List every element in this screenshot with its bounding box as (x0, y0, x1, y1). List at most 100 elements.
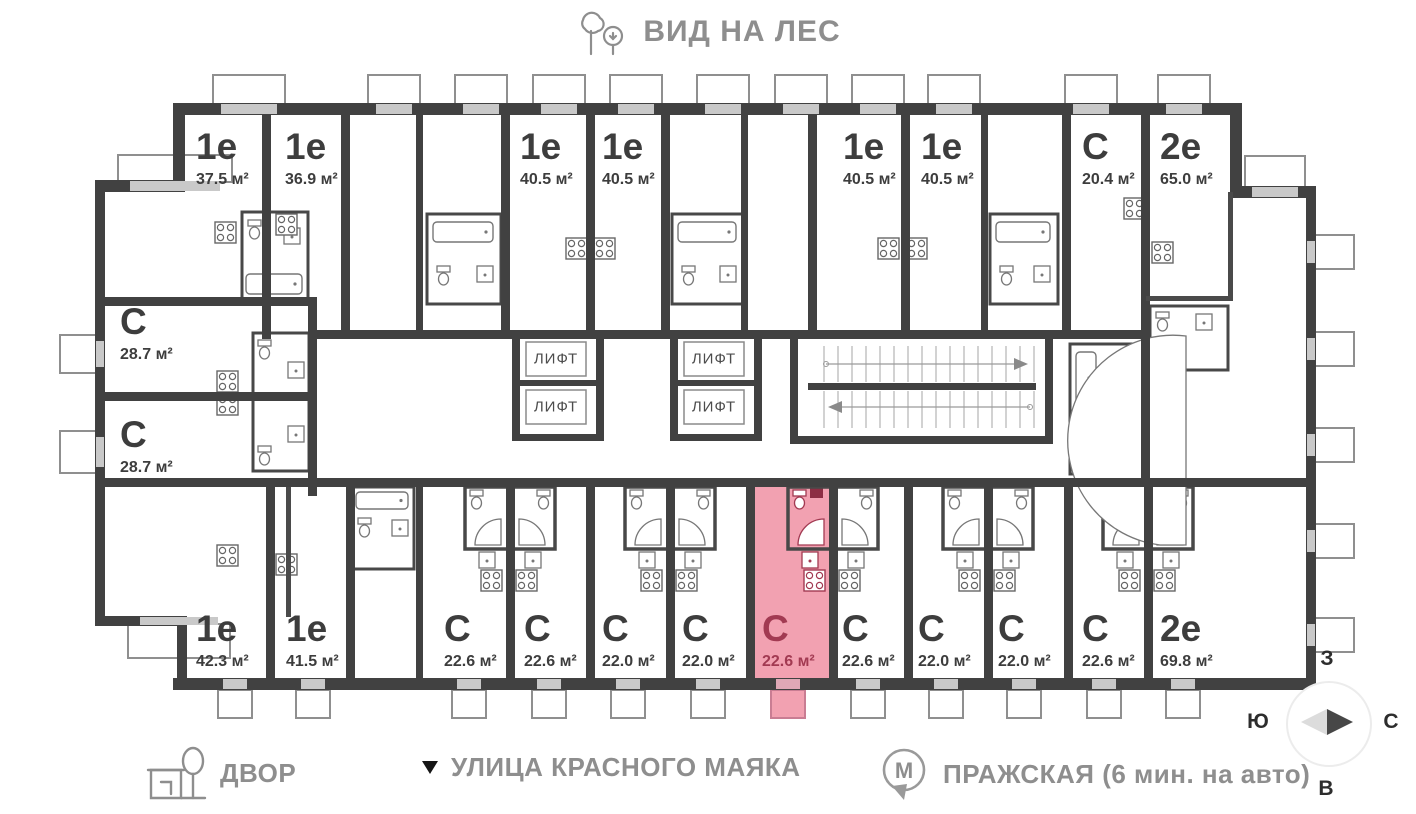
stove-burner (879, 239, 888, 248)
tub-drain (399, 498, 403, 503)
stove-burner (216, 233, 225, 242)
stove-burner (1125, 209, 1134, 218)
wall (1230, 103, 1242, 198)
toilet-bowl (948, 496, 961, 510)
stove-icon (803, 569, 826, 592)
wall (95, 297, 317, 306)
stove-burner (642, 581, 651, 590)
shower-icon (841, 518, 869, 546)
balcony (609, 74, 663, 106)
unit-area: 22.0 м² (682, 653, 735, 670)
stove-body (993, 569, 1016, 592)
stove-burner (287, 215, 296, 224)
toilet-tank (629, 489, 644, 497)
toilet-tank (536, 489, 551, 497)
stove-burner (1125, 199, 1134, 208)
balcony (850, 689, 886, 719)
stove-icon (640, 569, 663, 592)
stove-burner (595, 239, 604, 248)
stove-burner (482, 581, 491, 590)
balcony (1313, 523, 1355, 559)
toilet-icon (681, 265, 696, 286)
sink-drain (645, 559, 649, 563)
stove-burner (652, 581, 661, 590)
unit-area: 28.7 м² (120, 346, 173, 363)
stove-burner (805, 571, 814, 580)
unit-type: 1е (921, 126, 963, 167)
shower-icon (634, 518, 662, 546)
stove-icon (275, 213, 298, 236)
wall (746, 478, 755, 686)
window (1307, 241, 1315, 263)
unit-type: 2е (1160, 608, 1202, 649)
window (376, 104, 412, 114)
sink-icon (684, 551, 702, 569)
balconies-layer (59, 74, 1355, 719)
yard-icon (146, 746, 207, 800)
unit-type: С (120, 301, 147, 342)
wall (1064, 478, 1073, 686)
balcony (1244, 155, 1306, 189)
wall (1144, 478, 1153, 686)
metro-icon: М (882, 748, 926, 800)
stove-burner (277, 565, 286, 574)
stove-burner (1153, 253, 1162, 262)
stove-body (640, 569, 663, 592)
stove-burner (1005, 581, 1014, 590)
sink-icon (478, 551, 496, 569)
sink-drain (1202, 321, 1206, 325)
balcony (928, 689, 964, 719)
legend-metro: М ПРАЖСКАЯ (6 мин. на авто) (880, 746, 1310, 802)
toilet-icon (257, 339, 272, 360)
lift-label: ЛИФТ (533, 350, 579, 368)
stove-body (515, 569, 538, 592)
stove-icon (480, 569, 503, 592)
toilet-bowl (258, 452, 271, 466)
stair-arrow-head (828, 401, 842, 413)
window (696, 679, 720, 689)
stove-burner (605, 239, 614, 248)
balcony (1157, 74, 1211, 106)
compass-arrow-icon (1301, 709, 1353, 735)
tub-outer (245, 273, 303, 295)
stove-burner (517, 581, 526, 590)
window (1166, 104, 1202, 114)
lift-box (683, 389, 745, 425)
window (301, 679, 325, 689)
unit-type: С (1082, 126, 1109, 167)
unit-area: 22.6 м² (762, 653, 815, 670)
wall (741, 103, 748, 339)
toilet-tank (257, 339, 272, 347)
stove-burner (1155, 571, 1164, 580)
toilet-bowl (1156, 318, 1169, 332)
wall (1141, 103, 1150, 339)
sink-drain (1009, 559, 1013, 563)
wall (790, 331, 798, 444)
window (96, 341, 104, 367)
wall (808, 383, 1036, 390)
sink-drain (808, 559, 812, 563)
bathtub-icon (245, 273, 303, 295)
wall (1141, 331, 1150, 478)
wall (661, 103, 670, 339)
wall (1062, 103, 1071, 339)
stove-burner (805, 581, 814, 590)
stove-icon (675, 569, 698, 592)
stove-icon (1123, 197, 1146, 220)
wall (501, 103, 510, 339)
stove-burner (482, 571, 491, 580)
stove-burner (687, 581, 696, 590)
toilet-tank (681, 265, 696, 273)
stove-burner (277, 215, 286, 224)
compass-south-label: Ю (1247, 710, 1269, 733)
stove-burner (889, 239, 898, 248)
stove-body (275, 213, 298, 236)
bathtub-icon (995, 221, 1051, 243)
toilet-bowl (682, 272, 695, 286)
unit-area: 22.6 м² (444, 653, 497, 670)
window (130, 181, 220, 191)
